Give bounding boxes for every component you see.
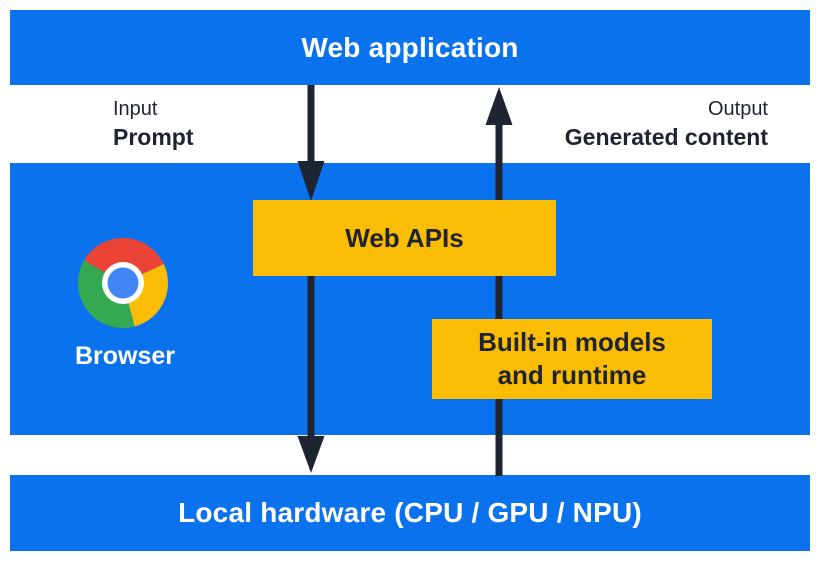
web-apis-label: Web APIs — [345, 222, 464, 253]
builtin-models-line1: Built-in models — [478, 327, 666, 357]
web-application-label: Web application — [301, 31, 519, 63]
generated-content-label: Generated content — [564, 124, 768, 150]
prompt-label: Prompt — [113, 124, 194, 150]
output-label-block: Output Generated content — [565, 96, 768, 152]
input-label-block: Input Prompt — [113, 96, 194, 152]
web-application-bar: Web application — [10, 10, 810, 85]
builtin-models-box: Built-in models and runtime — [432, 319, 712, 399]
web-apis-box: Web APIs — [253, 200, 556, 276]
local-hardware-label: Local hardware (CPU / GPU / NPU) — [178, 497, 642, 528]
output-label: Output — [707, 98, 768, 120]
input-label: Input — [113, 98, 158, 120]
chrome-logo-icon — [78, 238, 168, 328]
builtin-models-line2: and runtime — [497, 360, 647, 390]
browser-label: Browser — [74, 342, 176, 370]
local-hardware-bar: Local hardware (CPU / GPU / NPU) — [10, 475, 810, 551]
